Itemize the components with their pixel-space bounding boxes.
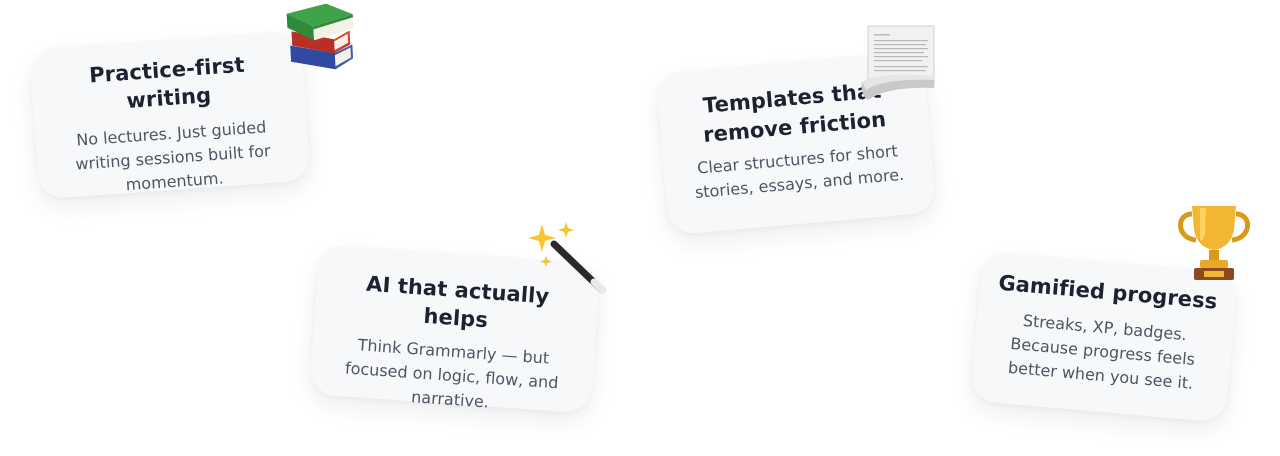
feature-description: No lectures. Just guided writing session… bbox=[74, 117, 272, 195]
feature-title: Practice-first writing bbox=[88, 52, 246, 113]
feature-card-practice: Practice-first writing No lectures. Just… bbox=[29, 30, 311, 200]
page-curl-icon bbox=[858, 24, 940, 100]
feature-description: Streaks, XP, badges. Because progress fe… bbox=[1007, 310, 1196, 393]
feature-description: Think Grammarly — but focused on logic, … bbox=[344, 335, 560, 412]
magic-wand-icon bbox=[526, 220, 610, 298]
books-icon bbox=[282, 0, 360, 78]
trophy-icon bbox=[1172, 200, 1256, 286]
